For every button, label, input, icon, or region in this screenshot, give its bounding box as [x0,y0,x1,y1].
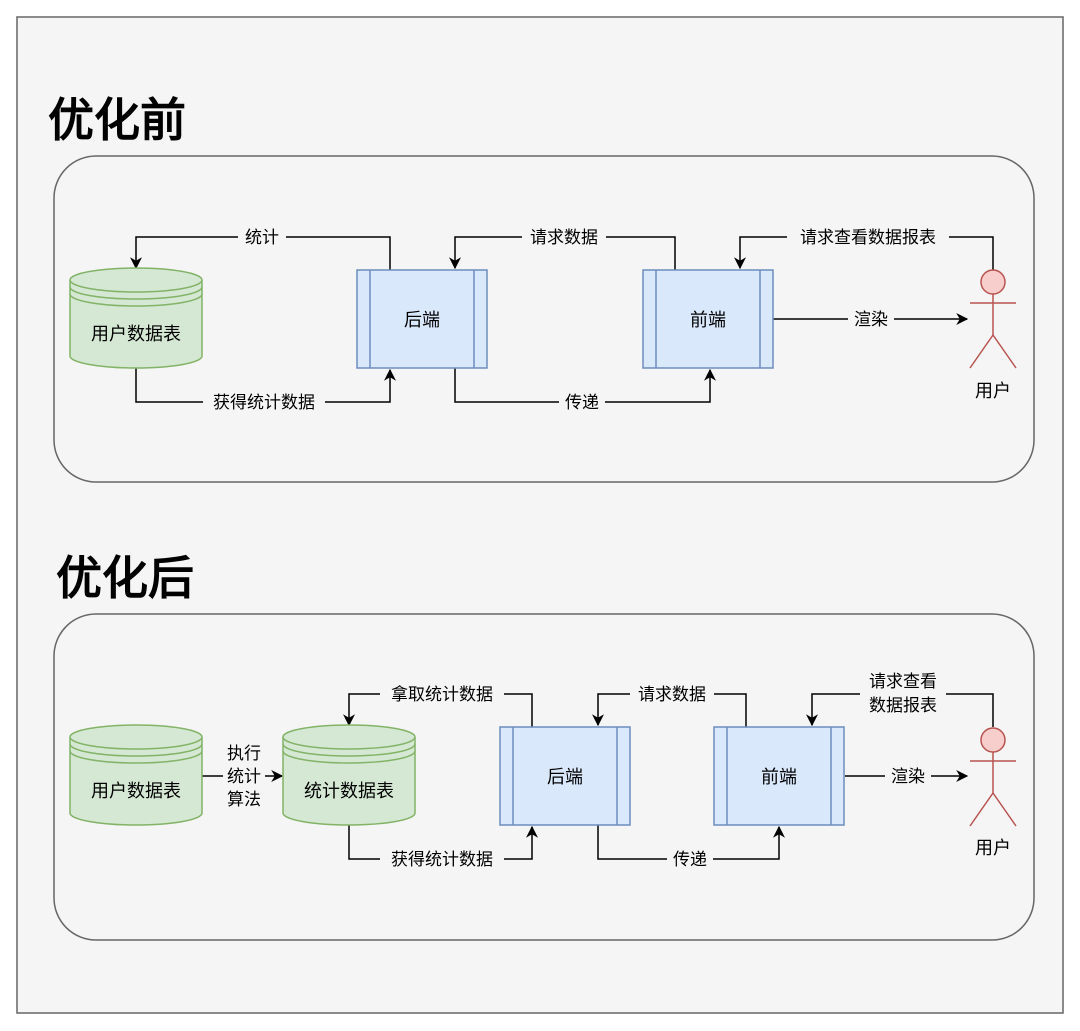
frontend-process-after: 前端 [713,726,845,826]
edge-label-get-stats: 获得统计数据 [213,393,315,413]
backend-process-before: 后端 [356,269,488,369]
section-title-after: 优化后 [56,551,194,605]
edge-label-fetch-stats: 拿取统计数据 [391,684,493,705]
edge-label-render-after: 渲染 [891,767,925,787]
edge-label-stats: 统计 [245,228,279,248]
user-actor-before-icon [969,269,1017,369]
frontend-before-label: 前端 [690,310,726,331]
db-user-table-before: 用户数据表 [69,267,203,369]
edge-label-request-data-after: 请求数据 [638,685,706,705]
edge-label-pass: 传递 [565,393,599,413]
backend-after-label: 后端 [547,767,583,788]
edge-label-request-report: 请求查看数据报表 [800,228,936,248]
backend-process-after: 后端 [499,726,631,826]
edge-label-request-data: 请求数据 [530,228,598,248]
edge-label-exec-2: 统计 [227,767,261,787]
db-user-table-after: 用户数据表 [69,724,203,826]
edge-label-request-report-1: 请求查看 [869,672,937,692]
db-stats-table-after: 统计数据表 [282,724,416,826]
frontend-process-before: 前端 [642,269,774,369]
edge-labels-before: 统计 获得统计数据 请求数据 传递 请求查看数据报表 渲染 [203,226,949,413]
user-actor-before-label: 用户 [975,381,1011,402]
edge-labels-after: 执行 统计 算法 拿取统计数据 获得统计数据 请求数据 传递 请求查看 数据报表… [223,670,946,870]
edge-label-render: 渲染 [854,310,888,330]
edge-label-get-stats-after: 获得统计数据 [391,850,493,870]
edge-label-exec-3: 算法 [227,790,261,810]
db-user-table-after-label: 用户数据表 [91,781,181,802]
edge-label-request-report-2: 数据报表 [869,696,937,716]
section-title-before: 优化前 [48,93,186,147]
db-stats-table-after-label: 统计数据表 [304,781,394,802]
user-actor-after-icon [969,727,1017,827]
backend-before-label: 后端 [404,310,440,331]
frontend-after-label: 前端 [761,767,797,788]
edge-label-pass-after: 传递 [673,850,707,870]
db-user-table-before-label: 用户数据表 [91,324,181,345]
user-actor-after-label: 用户 [975,838,1011,859]
edge-label-exec-1: 执行 [227,744,261,764]
